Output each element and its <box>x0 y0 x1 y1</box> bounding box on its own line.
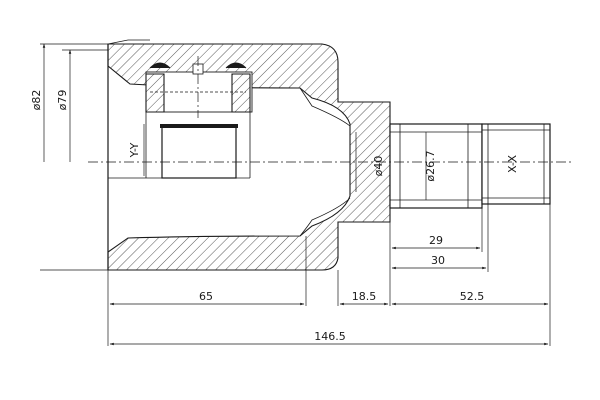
tripod-assembly <box>145 56 253 179</box>
dim-d26-7: ø26.7 <box>424 150 437 181</box>
bottom-dims <box>107 204 551 346</box>
housing-inner-curve <box>299 87 351 127</box>
dim-52-5: 52.5 <box>460 290 485 303</box>
housing-section <box>107 43 391 271</box>
dim-29: 29 <box>429 234 443 247</box>
axis-x-x: X-X <box>506 155 519 173</box>
dim-30: 30 <box>431 254 445 267</box>
stub-shaft <box>389 123 551 209</box>
dim-d82: ø82 <box>30 90 43 111</box>
axis-y-y: Y-Y <box>128 142 141 158</box>
housing-lip-top <box>107 39 129 45</box>
shaft-dims <box>389 204 489 272</box>
dim-d40: ø40 <box>372 156 385 177</box>
dim-65: 65 <box>199 290 213 303</box>
dim-d79: ø79 <box>56 90 69 111</box>
dim-146-5: 146.5 <box>314 330 346 343</box>
diameter-dims-left <box>40 43 108 271</box>
housing-inner-curve-lower <box>299 197 351 237</box>
dim-18-5: 18.5 <box>352 290 377 303</box>
